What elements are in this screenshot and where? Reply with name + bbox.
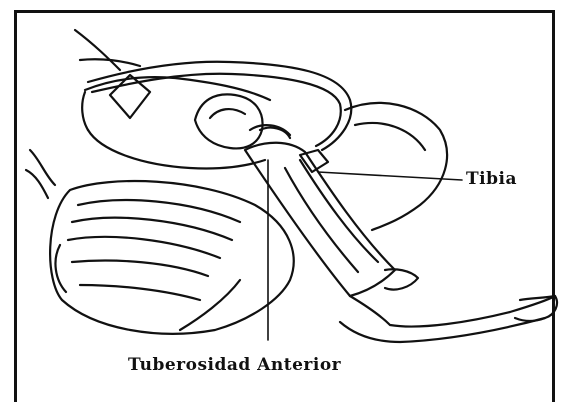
catheter-tubing — [88, 62, 351, 150]
towel-roll — [50, 181, 294, 334]
tibia-label: Tibia — [466, 169, 517, 189]
thigh — [26, 30, 270, 198]
tuberosity-label: Tuberosidad Anterior — [128, 355, 341, 375]
knee — [195, 94, 290, 148]
foot — [340, 269, 557, 342]
tibia-pointer-line — [318, 172, 462, 180]
calf-cushion — [345, 103, 447, 230]
